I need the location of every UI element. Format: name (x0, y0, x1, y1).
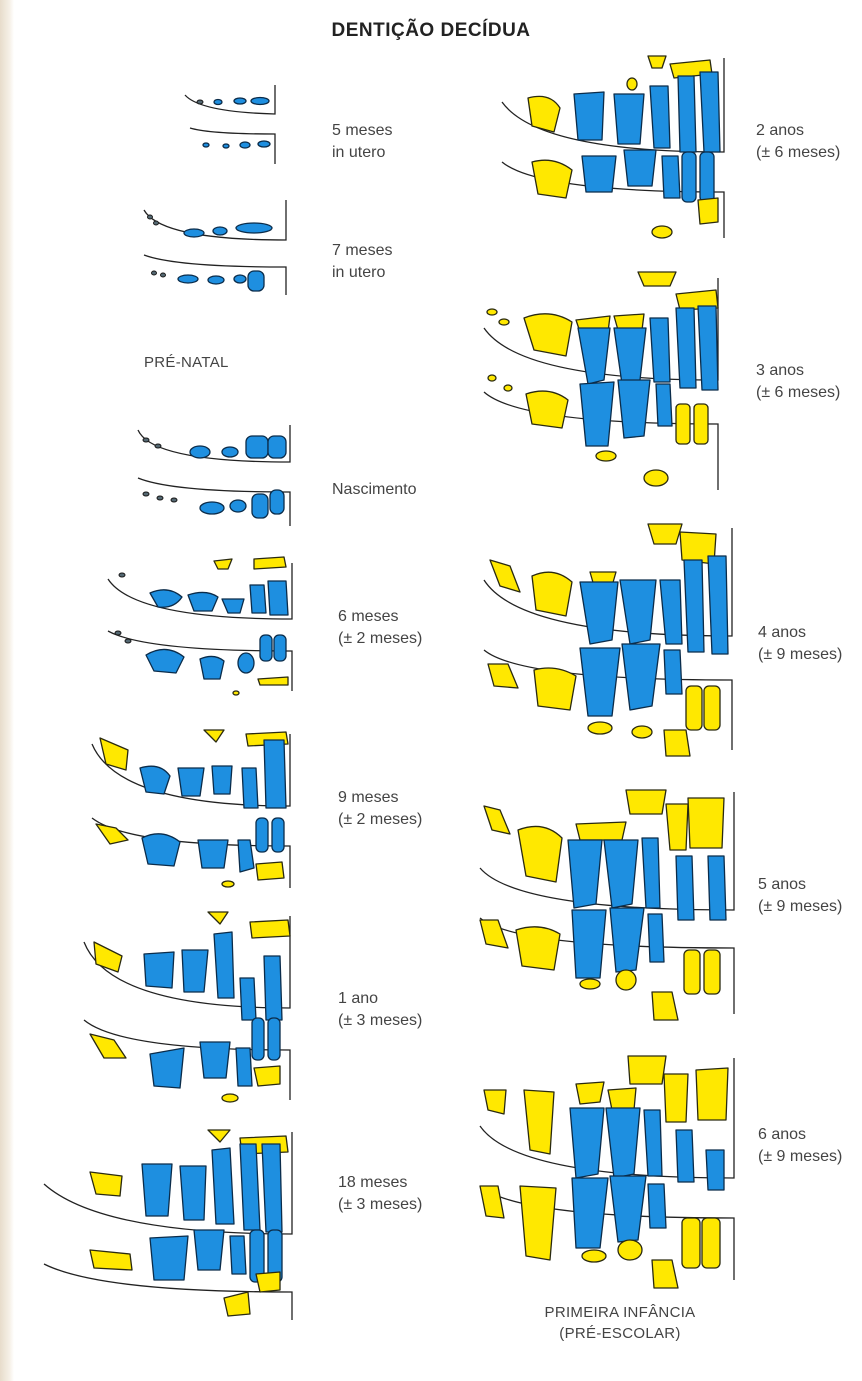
stage-label-age: 9 meses (338, 787, 422, 809)
stage-label-range: (± 9 meses) (758, 1146, 842, 1168)
caption-childhood: PRIMEIRA INFÂNCIA (PRÉ-ESCOLAR) (490, 1304, 750, 1342)
caption-childhood-line2: (PRÉ-ESCOLAR) (490, 1325, 750, 1342)
stage-label-range: (± 3 meses) (338, 1010, 422, 1032)
diagram-3-anos (480, 268, 730, 498)
page-title: DENTIÇÃO DECÍDUA (0, 20, 862, 42)
stage-label: 7 meses in utero (332, 240, 392, 284)
diagram-2-anos (498, 52, 734, 242)
stage-label-range: (± 9 meses) (758, 644, 842, 666)
stage-label-range: (± 2 meses) (338, 628, 422, 650)
stage-label-age: 5 meses (332, 120, 392, 142)
diagram-5-meses-in-utero (180, 80, 290, 170)
stage-label-range: (± 6 meses) (756, 142, 840, 164)
caption-childhood-line1: PRIMEIRA INFÂNCIA (490, 1304, 750, 1321)
stage-label-age: 6 meses (338, 606, 422, 628)
stage-label-age: 3 anos (756, 360, 840, 382)
stage-label: 5 meses in utero (332, 120, 392, 164)
stage-label: 18 meses (± 3 meses) (338, 1172, 422, 1216)
stage-label: 6 meses (± 2 meses) (338, 606, 422, 650)
diagram-7-meses-in-utero (136, 195, 296, 305)
stage-label-age: 6 anos (758, 1124, 842, 1146)
stage-label-age: 4 anos (758, 622, 842, 644)
stage-label-range: in utero (332, 262, 392, 284)
stage-label-age: Nascimento (332, 479, 416, 501)
stage-label-range: (± 3 meses) (338, 1194, 422, 1216)
stage-label: 4 anos (± 9 meses) (758, 622, 842, 666)
diagram-4-anos (480, 520, 740, 760)
stage-label: 3 anos (± 6 meses) (756, 360, 840, 404)
diagram-9-meses (88, 728, 298, 898)
diagram-6-anos (476, 1050, 742, 1290)
diagram-6-meses (104, 555, 300, 695)
diagram-18-meses (40, 1124, 302, 1324)
stage-label: 6 anos (± 9 meses) (758, 1124, 842, 1168)
stage-label: Nascimento (332, 479, 416, 501)
stage-label-range: (± 6 meses) (756, 382, 840, 404)
caption-prenatal: PRÉ-NATAL (144, 354, 229, 371)
stage-label: 9 meses (± 2 meses) (338, 787, 422, 831)
stage-label: 5 anos (± 9 meses) (758, 874, 842, 918)
stage-label-age: 18 meses (338, 1172, 422, 1194)
scan-edge-shadow (0, 0, 14, 1381)
stage-label-age: 7 meses (332, 240, 392, 262)
stage-label-range: (± 9 meses) (758, 896, 842, 918)
stage-label-range: (± 2 meses) (338, 809, 422, 831)
diagram-nascimento (132, 420, 298, 532)
stage-label: 1 ano (± 3 meses) (338, 988, 422, 1032)
stage-label-age: 5 anos (758, 874, 842, 896)
diagram-5-anos (476, 784, 742, 1024)
stage-label: 2 anos (± 6 meses) (756, 120, 840, 164)
stage-label-age: 2 anos (756, 120, 840, 142)
stage-label-range: in utero (332, 142, 392, 164)
diagram-1-ano (80, 908, 300, 1108)
stage-label-age: 1 ano (338, 988, 422, 1010)
